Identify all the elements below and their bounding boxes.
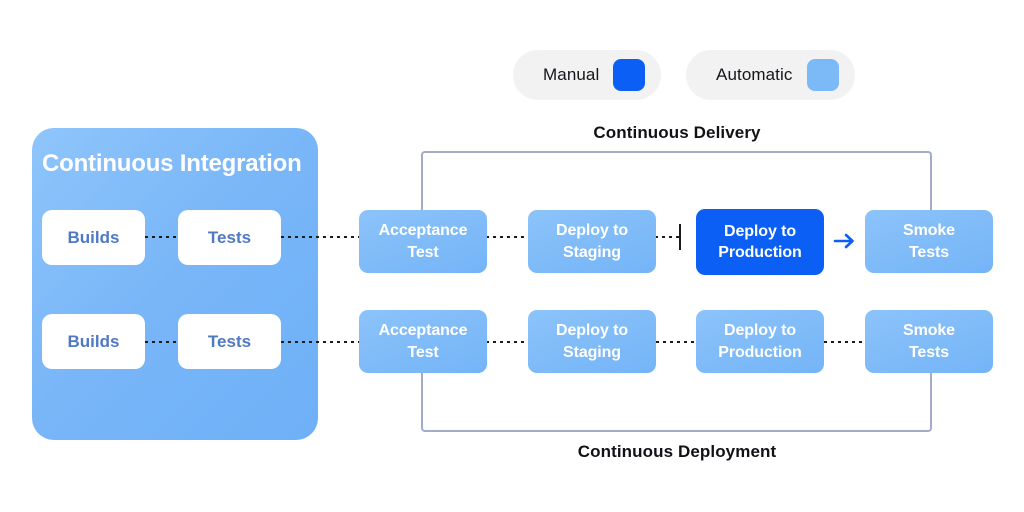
connector-staging-production-row2 (656, 341, 696, 343)
connector-acceptance-staging-row2 (486, 341, 528, 343)
connector-tests-acceptance-row2 (281, 341, 359, 343)
bracket-continuous-deployment (421, 370, 932, 432)
node-line1: Deploy to (724, 222, 796, 240)
node-acceptance-test-row1: Acceptance Test (359, 210, 487, 273)
color-swatch-icon-automatic (806, 59, 839, 91)
caption-continuous-delivery: Continuous Delivery (593, 123, 761, 142)
node-deploy-to-staging-row2: Deploy to Staging (528, 310, 656, 373)
node-line1: Smoke (903, 322, 955, 340)
node-deploy-to-staging-row1: Deploy to Staging (528, 210, 656, 273)
legend-label-automatic: Automatic (716, 65, 793, 84)
node-line1: Deploy to (724, 322, 796, 340)
arrow-right-icon-row1 (832, 228, 858, 254)
node-line2: Production (718, 343, 802, 361)
connector-production-smoke-row2 (824, 341, 865, 343)
connector-stop-marker-row1 (679, 224, 681, 250)
node-deploy-to-production-row2: Deploy to Production (696, 310, 824, 373)
legend-item-manual: Manual (513, 50, 662, 100)
legend-item-automatic: Automatic (686, 50, 855, 100)
node-line2: Tests (908, 243, 950, 261)
ci-box-builds-row2: Builds (42, 314, 145, 369)
node-smoke-tests-row2: Smoke Tests (865, 310, 993, 373)
legend-label-manual: Manual (543, 65, 600, 84)
connector-staging-production-row1 (655, 236, 680, 238)
node-deploy-to-production-row1: Deploy to Production (696, 209, 824, 275)
node-line1: Smoke (903, 222, 955, 240)
ci-box-builds-row1: Builds (42, 210, 145, 265)
node-line2: Staging (563, 343, 621, 361)
node-line1: Acceptance (378, 322, 468, 340)
node-line2: Production (718, 244, 802, 261)
connector-acceptance-staging-row1 (486, 236, 528, 238)
node-line1: Deploy to (556, 222, 628, 240)
node-line2: Staging (563, 243, 621, 261)
node-acceptance-test-row2: Acceptance Test (359, 310, 487, 373)
connector-builds-tests-row1 (145, 236, 178, 238)
node-line2: Tests (908, 343, 950, 361)
node-line1: Deploy to (556, 322, 628, 340)
continuous-integration-title: Continuous Integration (42, 150, 302, 177)
bracket-continuous-delivery (421, 151, 932, 217)
connector-builds-tests-row2 (145, 341, 178, 343)
caption-continuous-deployment: Continuous Deployment (577, 442, 777, 461)
connector-tests-acceptance-row1 (281, 236, 359, 238)
node-line2: Test (407, 243, 439, 261)
node-smoke-tests-row1: Smoke Tests (865, 210, 993, 273)
color-swatch-icon-manual (613, 59, 646, 91)
ci-box-tests-row2: Tests (178, 314, 281, 369)
node-line1: Acceptance (378, 222, 468, 240)
continuous-integration-panel (32, 128, 318, 440)
node-line2: Test (407, 343, 439, 361)
ci-box-tests-row1: Tests (178, 210, 281, 265)
